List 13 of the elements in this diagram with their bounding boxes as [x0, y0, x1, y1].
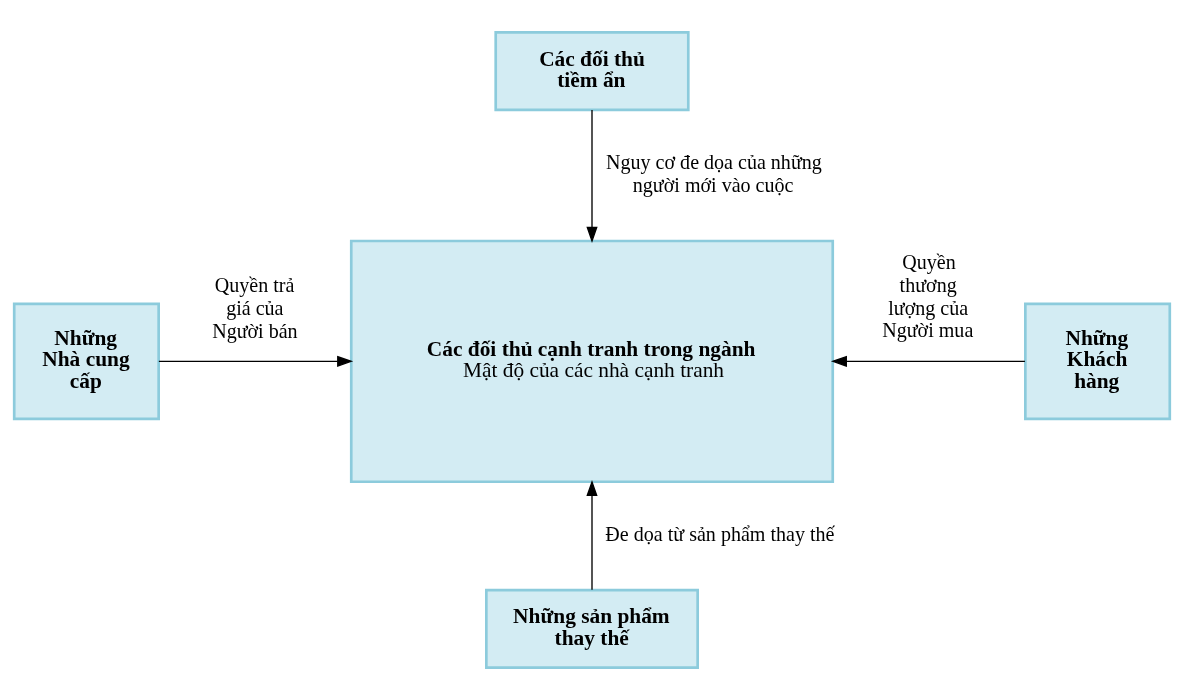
arrow — [586, 109, 598, 243]
node-box: Những Nhà cung cấp — [12, 302, 160, 421]
arrow — [586, 479, 598, 591]
edge-label: Quyền trả giá của Người bán — [212, 274, 298, 342]
edge-label: Đe dọa từ sản phẩm thay thế — [605, 523, 835, 546]
edge-label: Quyền thương lượng của Người mua — [882, 251, 974, 342]
node-box: Các đối thủ tiềm ẩn — [494, 31, 690, 112]
arrow — [158, 355, 354, 367]
node-box: Những sản phẩm thay thế — [485, 588, 699, 669]
arrow — [830, 355, 1026, 367]
edge-label: Nguy cơ đe dọa của những người mới vào cuộc — [606, 150, 822, 196]
node-box: Các đối thủ cạnh tranh trong ngành Mật độ của các nhà cạnh tranh — [349, 239, 835, 484]
node-box: Những Khách hàng — [1024, 302, 1172, 421]
